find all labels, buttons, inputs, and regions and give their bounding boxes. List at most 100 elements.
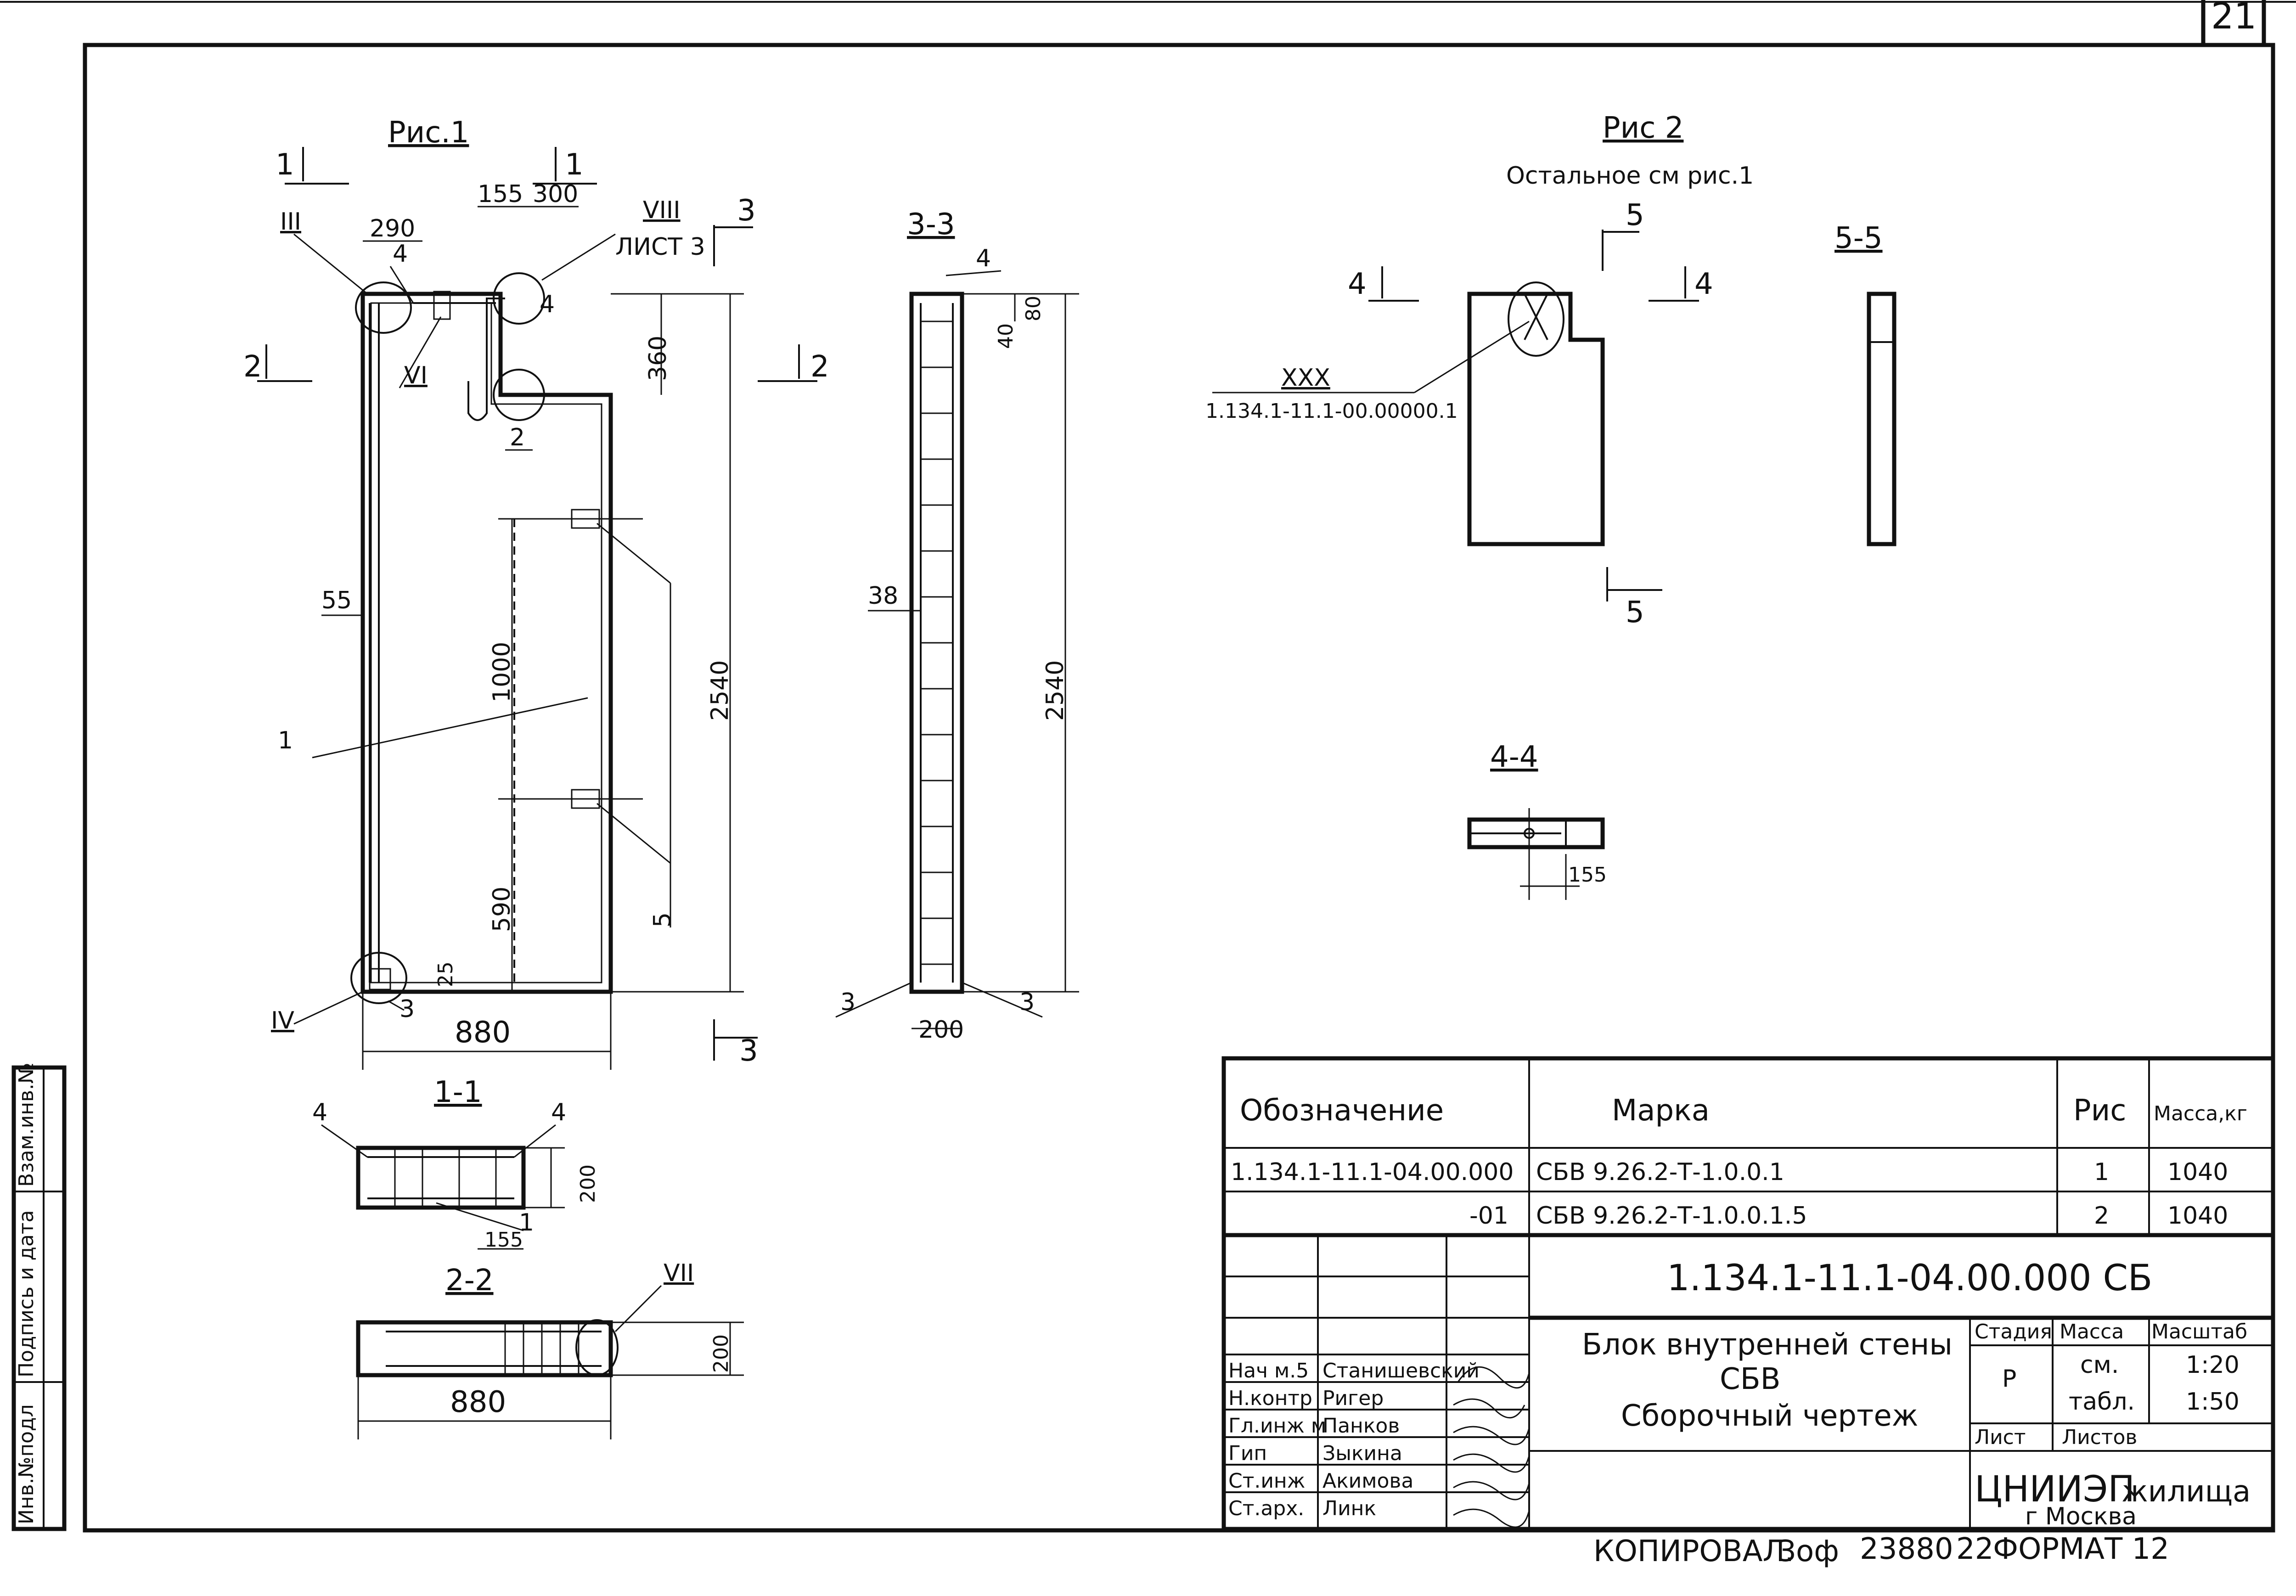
spec-row2-marka: СБВ 9.26.2-Т-1.0.0.1.5	[1536, 1202, 1807, 1230]
doc-name-1: Блок внутренней стены	[1582, 1328, 1953, 1362]
section-5-5: 5-5	[1835, 221, 1896, 546]
pos-2: 2	[510, 424, 525, 451]
spec-row1-massa: 1040	[2167, 1158, 2228, 1186]
node-IV: IV	[271, 1007, 294, 1034]
spec-row2-ris: 2	[2094, 1202, 2109, 1230]
sec33-pos-3b: 3	[1019, 989, 1035, 1016]
person-name: Линк	[1322, 1497, 1376, 1520]
dim-360: 360	[644, 336, 672, 381]
node-XXX: XXX	[1281, 364, 1330, 392]
dim-55: 55	[321, 587, 352, 614]
sec22-dim-200: 200	[709, 1334, 733, 1373]
fig2-sec5-bottom: 5	[1626, 596, 1644, 629]
massa-value-2: табл.	[2069, 1388, 2135, 1416]
person-role: Ст.арх.	[1228, 1497, 1304, 1520]
signature-5	[1453, 1481, 1530, 1500]
person-name: Зыкина	[1322, 1442, 1402, 1465]
massa-value-1: см.	[2080, 1351, 2119, 1379]
sec33-dim-200: 200	[918, 1016, 964, 1044]
dim-590: 590	[488, 887, 516, 932]
sec11-dim-155: 155	[484, 1228, 523, 1252]
spec-row1-marka: СБВ 9.26.2-Т-1.0.0.1	[1536, 1158, 1784, 1186]
side-stamp: Инв.№подл Подпись и дата Взам.инв.№	[11, 1062, 67, 1531]
org-name-2: жилища	[2122, 1475, 2251, 1509]
sheet3-ref: ЛИСТ 3	[615, 233, 705, 261]
sec22-title: 2-2	[445, 1264, 494, 1298]
sheet-frame: 21	[0, 0, 2296, 1533]
sec11-pos-1: 1	[519, 1209, 534, 1236]
node-III: III	[280, 208, 301, 236]
section-3-3: 3-3 2540 80 40 38 200 4 3 3	[835, 208, 1079, 1044]
fig1-title: Рис.1	[388, 116, 469, 150]
node-VII: VII	[664, 1259, 694, 1287]
person-role: Ст.инж	[1228, 1469, 1305, 1493]
fig2-sec5-top: 5	[1626, 198, 1644, 232]
doc-name-2: СБВ	[1720, 1362, 1781, 1396]
signature-1	[1457, 1366, 1530, 1389]
node-VI: VI	[404, 362, 428, 389]
pos-4: 4	[393, 240, 408, 268]
org-name-1: ЦНИИЭП	[1975, 1469, 2135, 1510]
copy-sign: Зоф	[1777, 1534, 1839, 1568]
figure-1: Рис.1 1 1 2 2 3	[243, 116, 829, 1070]
format-label: ФОРМАТ 12	[1993, 1532, 2169, 1566]
person-name: Станишевский	[1322, 1359, 1480, 1382]
pos-4b: 4	[540, 291, 555, 318]
section-1-1: 1-1 200 4 4 1 155	[312, 1075, 600, 1252]
inv-podl-label: Инв.№подл	[15, 1404, 38, 1524]
sec33-dim-38: 38	[868, 582, 898, 610]
vzam-label: Взам.инв.№	[15, 1062, 38, 1187]
dim-1000: 1000	[488, 642, 516, 702]
sec11-dim-200: 200	[576, 1164, 600, 1203]
dim-155: 155	[478, 180, 523, 208]
sec44-title: 4-4	[1490, 740, 1538, 774]
sec22-outline	[356, 1320, 613, 1377]
sec33-pos-4: 4	[976, 245, 991, 272]
doc-name-3: Сборочный чертеж	[1621, 1399, 1918, 1433]
pos-5: 5	[649, 912, 676, 927]
copy-number: 23880	[1860, 1532, 1953, 1566]
sec33-pos-3a: 3	[840, 989, 855, 1016]
figure-2: Рис 2 Остальное см рис.1 4 4 5 5 XXX 1.1…	[1205, 111, 1754, 629]
sec11-pos-4a: 4	[312, 1099, 327, 1126]
person-role: Гл.инж м	[1228, 1414, 1326, 1438]
spec-row1-oboz: 1.134.1-11.1-04.00.000	[1231, 1158, 1514, 1186]
person-name: Ригер	[1322, 1387, 1384, 1410]
podpis-label: Подпись и дата	[15, 1210, 38, 1377]
sec33-outline	[909, 292, 964, 994]
sec3-top: 3	[737, 194, 756, 228]
masshtab-header: Масштаб	[2151, 1320, 2247, 1343]
person-role: Н.контр	[1228, 1387, 1312, 1410]
dim-2540: 2540	[706, 660, 734, 721]
pos-1: 1	[278, 727, 293, 754]
dim-880: 880	[455, 1016, 511, 1050]
copied-label: КОПИРОВАЛ.	[1593, 1534, 1794, 1568]
spec-header-oboz: Обозначение	[1240, 1094, 1444, 1128]
massa-header: Масса	[2060, 1320, 2124, 1343]
sec33-title: 3-3	[907, 208, 955, 242]
scale-1: 1:20	[2186, 1351, 2240, 1379]
copy-extra: 22	[1956, 1532, 1993, 1566]
fig2-title: Рис 2	[1603, 111, 1683, 145]
title-block: 1.134.1-11.1-04.00.000 СБ Блок внутренне…	[1224, 1235, 2273, 1530]
scale-2: 1:50	[2186, 1388, 2240, 1416]
spec-table: Обозначение Марка Рис Масса,кг 1.134.1-1…	[1221, 1056, 2275, 1531]
signature-6	[1453, 1508, 1530, 1528]
org-city: г Москва	[2025, 1503, 2137, 1530]
dim-25: 25	[434, 961, 457, 987]
person-role: Гип	[1228, 1442, 1267, 1465]
list-header: Лист	[1975, 1426, 2026, 1449]
person-name: Акимова	[1322, 1469, 1413, 1493]
dim-290: 290	[370, 215, 415, 242]
stadia-header: Стадия	[1975, 1320, 2052, 1343]
spec-row2-oboz: -01	[1469, 1202, 1508, 1230]
sec1-right: 1	[565, 148, 584, 182]
doc-code: 1.134.1-11.1-04.00.000 СБ	[1667, 1258, 2152, 1299]
spec-row2-massa: 1040	[2167, 1202, 2228, 1230]
sec2-right: 2	[810, 350, 829, 384]
signature-3	[1453, 1426, 1530, 1445]
spec-row1-ris: 1	[2094, 1158, 2109, 1186]
fig2-block-outline	[1467, 292, 1605, 546]
